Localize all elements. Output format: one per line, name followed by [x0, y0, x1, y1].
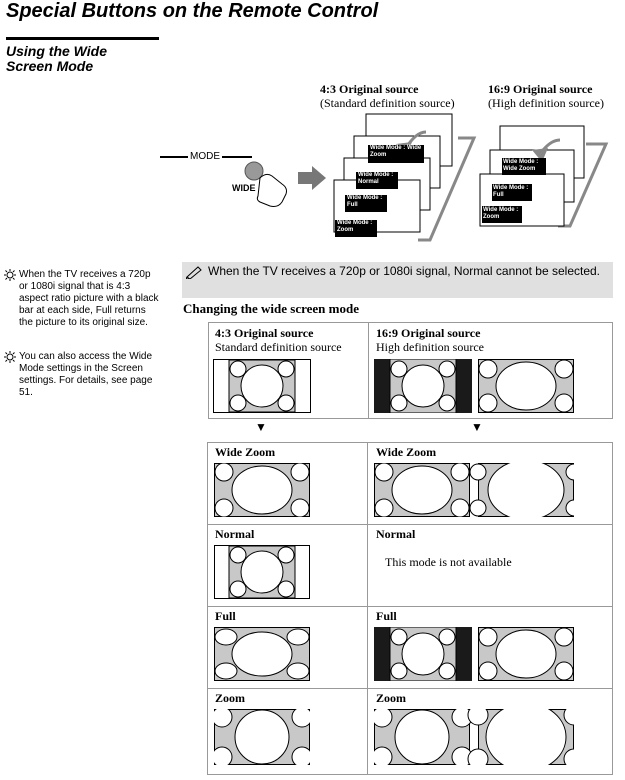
col2-title: 16:9 Original source: [376, 326, 481, 340]
stack-43: [333, 113, 477, 242]
table-header-169: [368, 322, 613, 419]
row-divider: [207, 606, 613, 607]
picture-43-wide-zoom: [214, 463, 310, 517]
source-169-header: 16:9 Original source (High definition so…: [488, 82, 604, 110]
row-zoom-right: Zoom: [376, 691, 406, 705]
card-43-zoom: Wide Mode : Zoom: [337, 220, 373, 233]
arrow-down-icon: ▼: [255, 420, 267, 434]
picture-43-normal: [214, 545, 310, 599]
picture-43-source: [213, 359, 311, 413]
stack-169: [479, 125, 609, 228]
mode-table: [207, 442, 613, 775]
picture-43-full: [214, 627, 310, 681]
source-43-header: 4:3 Original source (Standard definition…: [320, 82, 455, 110]
arrow-right-icon: [298, 166, 326, 190]
hint-icon: [4, 269, 16, 281]
tip-2-text: You can also access the Wide Mode settin…: [19, 351, 153, 398]
col2-sub: High definition source: [376, 340, 484, 354]
picture-169-source: [374, 359, 574, 413]
remote-illustration: [160, 156, 326, 207]
table-heading: Changing the wide screen mode: [183, 301, 359, 316]
row-wide-zoom-left: Wide Zoom: [215, 445, 276, 459]
pencil-note-icon: [186, 266, 202, 279]
note-box: When the TV receives a 720p or 1080i sig…: [182, 262, 613, 298]
mode-table-divider: [367, 442, 368, 775]
source-169-sub: (High definition source): [488, 96, 604, 110]
mode-label: MODE: [190, 151, 220, 162]
row-full-right: Full: [376, 609, 397, 623]
card-43-wide-zoom: Wide Mode : Wide Zoom: [370, 145, 422, 158]
tip-2: You can also access the Wide Mode settin…: [4, 351, 159, 399]
hint-icon: [4, 351, 16, 363]
source-43-sub: (Standard definition source): [320, 96, 455, 110]
wide-label: WIDE: [232, 183, 256, 193]
section-rule: [6, 37, 159, 40]
card-169-zoom: Wide Mode : Zoom: [483, 207, 519, 220]
row-wide-zoom-right: Wide Zoom: [376, 445, 437, 459]
row-normal-right: Normal: [376, 527, 416, 541]
row-divider: [207, 688, 613, 689]
picture-169-full: [374, 627, 574, 681]
arrow-down-icon: ▼: [471, 420, 483, 434]
card-43-normal: Wide Mode : Normal: [358, 172, 394, 185]
col1-sub: Standard definition source: [215, 340, 342, 354]
card-169-full: Wide Mode : Full: [493, 185, 529, 198]
card-43-full: Wide Mode : Full: [347, 195, 383, 208]
col1-title: 4:3 Original source: [215, 326, 314, 340]
tip-1-text: When the TV receives a 720p or 1080i sig…: [19, 269, 159, 328]
source-43-title: 4:3 Original source: [320, 82, 419, 96]
row-zoom-left: Zoom: [215, 691, 245, 705]
source-169-title: 16:9 Original source: [488, 82, 593, 96]
row-divider: [207, 524, 613, 525]
hand-pointer-icon: [256, 173, 287, 207]
card-169-wide-zoom: Wide Mode : Wide Zoom: [503, 159, 539, 172]
note-text: When the TV receives a 720p or 1080i sig…: [208, 264, 601, 278]
section-title: Using the Wide Screen Mode: [6, 43, 107, 74]
picture-169-zoom: [374, 709, 574, 765]
wide-button-icon: [244, 161, 264, 181]
not-available-text: This mode is not available: [385, 555, 512, 569]
row-full-left: Full: [215, 609, 236, 623]
row-normal-left: Normal: [215, 527, 255, 541]
picture-43-zoom: [214, 709, 310, 765]
page-title: Special Buttons on the Remote Control: [6, 0, 379, 22]
tip-1: When the TV receives a 720p or 1080i sig…: [4, 269, 159, 329]
picture-169-wide-zoom: [374, 463, 574, 517]
